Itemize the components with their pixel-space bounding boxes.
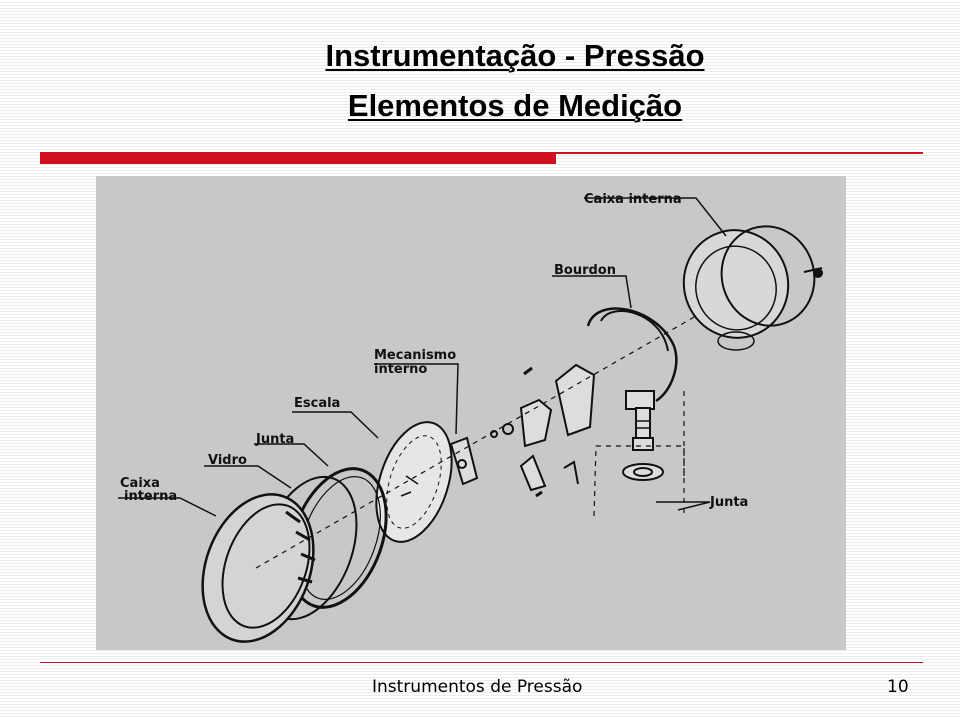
label-caixa-interna-top: Caixa interna [584,192,682,207]
page-number: 10 [887,677,909,697]
label-mecanismo: Mecanismo [374,348,456,363]
gauge-drawing: Caixa interna Bourdon Mecanismo interno … [118,192,823,643]
label-vidro: Vidro [208,453,247,468]
movement-part [490,363,596,498]
dial-part [375,421,453,543]
label-interno: interno [374,362,427,377]
assembly-guides [255,315,697,569]
footer-divider [40,662,923,663]
label-caixa: Caixa [120,476,160,491]
back-case-part [682,225,823,351]
bourdon-part [586,307,678,481]
front-ring-part [201,493,316,643]
label-bourdon: Bourdon [554,263,616,278]
title-accent-bar [40,152,556,164]
title-accent-line [556,152,923,154]
slide-subtitle: Elementos de Medição [347,88,683,123]
slide-title: Instrumentação - Pressão [325,38,705,73]
pressure-gauge-exploded-diagram: Caixa interna Bourdon Mecanismo interno … [96,176,846,650]
leader-lines [118,197,727,517]
label-junta-right: Junta [709,495,748,510]
footer-text: Instrumentos de Pressão [372,677,583,697]
label-junta-left: Junta [255,432,294,447]
label-interna: interna [124,489,177,504]
label-escala: Escala [294,396,340,411]
